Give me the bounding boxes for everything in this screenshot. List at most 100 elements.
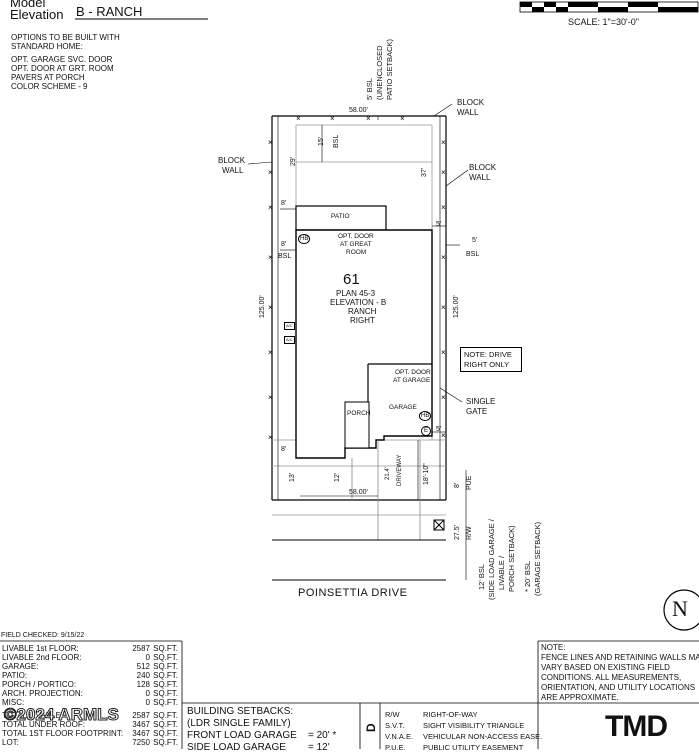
- scale-text: SCALE: 1"=30'-0": [568, 17, 639, 27]
- model-label: Model: [10, 0, 46, 10]
- dimension-label: R/W: [466, 526, 473, 540]
- dimension-label: 12': [334, 472, 341, 482]
- dimension-label: 5': [472, 237, 478, 244]
- block-wall-callout: WALL: [457, 108, 479, 117]
- svg-text:×: ×: [441, 393, 446, 402]
- drive-note-text: NOTE: DRIVE: [464, 350, 512, 359]
- option-item: PAVERS AT PORCH: [11, 73, 85, 82]
- patio-setback-callout: 5' BSL: [365, 78, 374, 100]
- svg-text:×: ×: [268, 303, 273, 312]
- svg-text:×: ×: [268, 433, 273, 442]
- electric-meter-icon: E: [421, 426, 432, 436]
- north-letter: N: [672, 596, 688, 621]
- option-item: COLOR SCHEME - 9: [11, 82, 88, 91]
- dimension-label: 8': [454, 482, 461, 488]
- svg-text:×: ×: [268, 203, 273, 212]
- dimension-label: BSL: [278, 253, 292, 260]
- abbrev-key: R/W: [385, 710, 400, 719]
- lot-boundary: [271, 115, 447, 501]
- plan-hand: RIGHT: [350, 316, 375, 325]
- ac-unit-icon: A/C: [284, 322, 295, 330]
- note-text: NOTE:: [541, 643, 566, 652]
- side-load-setback-callout: PORCH SETBACK): [507, 525, 516, 592]
- dimension-label: 13': [289, 472, 296, 482]
- single-gate-callout: SINGLE: [466, 397, 496, 406]
- note-text: VARY BASED ON EXISTING FIELD: [541, 663, 670, 672]
- dimension-label: 5': [436, 426, 442, 433]
- dimension-label: BSL: [333, 134, 340, 148]
- dimension-label: 8': [281, 241, 287, 248]
- setbacks-front-value: = 20' *: [308, 730, 337, 741]
- note-text: ORIENTATION, AND UTILITY LOCATIONS: [541, 683, 696, 692]
- dimension-label: 125.00': [259, 295, 266, 318]
- field-checked: FIELD CHECKED: 9/15/22: [1, 632, 85, 639]
- svg-text:×: ×: [330, 114, 335, 123]
- dimension-label: 8': [281, 200, 287, 207]
- garage-label: GARAGE: [389, 404, 417, 411]
- option-item: OPT. GARAGE SVC. DOOR: [11, 55, 113, 64]
- svg-text:×: ×: [441, 203, 446, 212]
- driveway-width: 21.4': [385, 467, 391, 480]
- dimension-label: 27.5': [454, 525, 461, 540]
- abbrev-value: VEHICULAR NON-ACCESS EASE.: [423, 732, 543, 741]
- ac-unit-icon: A/C: [284, 336, 295, 344]
- svg-text:×: ×: [441, 168, 446, 177]
- patio-setback-callout: PATIO SETBACK): [385, 39, 394, 100]
- dimension-label: 15': [318, 136, 325, 146]
- dimension-label: 8': [281, 446, 287, 453]
- dimension-label: 58.00': [349, 107, 368, 114]
- dimension-label: BSL: [466, 251, 480, 258]
- dimension-label: PUE: [466, 475, 473, 490]
- abbrev-value: RIGHT-OF-WAY: [423, 710, 478, 719]
- company-logo: TMD: [605, 710, 668, 743]
- scale-bar: [519, 1, 699, 13]
- side-load-setback-callout: 12' BSL: [477, 563, 486, 590]
- block-wall-callout: WALL: [222, 166, 244, 175]
- dimension-label: 125.00': [453, 295, 460, 318]
- abbrev-key: V.N.A.E.: [385, 732, 414, 741]
- svg-text:×: ×: [400, 114, 405, 123]
- garage-setback-callout: * 20' BSL: [523, 560, 532, 592]
- svg-text:×: ×: [441, 303, 446, 312]
- dimension-label: 18'-10": [423, 463, 430, 485]
- dimension-label: 37': [421, 167, 428, 177]
- svg-text:×: ×: [268, 168, 273, 177]
- svg-text:×: ×: [441, 253, 446, 262]
- elevation-value: B - RANCH: [76, 4, 143, 19]
- block-wall-callout: BLOCK: [457, 98, 485, 107]
- options-intro-1: OPTIONS TO BE BUILT WITH: [11, 33, 120, 42]
- svg-text:×: ×: [268, 138, 273, 147]
- drive-note-text: RIGHT ONLY: [464, 360, 510, 369]
- drive-note-box: NOTE: DRIVE RIGHT ONLY: [460, 347, 522, 372]
- block-wall-callout: BLOCK: [218, 156, 246, 165]
- note-text: FENCE LINES AND RETAINING WALLS MAY: [541, 653, 699, 662]
- svg-text:×: ×: [296, 114, 301, 123]
- setbacks-title: BUILDING SETBACKS:: [187, 706, 294, 717]
- opt-door-garage-label: OPT. DOOR: [395, 369, 431, 376]
- lot-number: 61: [343, 271, 360, 288]
- patio-label: PATIO: [331, 213, 350, 220]
- svg-text:×: ×: [268, 348, 273, 357]
- plan-elevation: ELEVATION - B: [330, 298, 387, 307]
- svg-text:×: ×: [268, 253, 273, 262]
- dimension-label: 5': [436, 221, 442, 228]
- single-gate-callout: GATE: [466, 407, 488, 416]
- abbrev-value: SIGHT VISIBILITY TRIANGLE: [423, 721, 525, 730]
- watermark: ©2024 ARMLS: [4, 705, 120, 724]
- abbrev-value: PUBLIC UTILITY EASEMENT: [423, 743, 524, 752]
- opt-door-great-room-label: OPT. DOOR: [338, 233, 374, 240]
- elevation-label: Elevation: [10, 7, 64, 22]
- svg-text:×: ×: [366, 114, 371, 123]
- dimension-label: 58.00': [349, 489, 368, 496]
- abbrev-key: P.U.E.: [385, 743, 406, 752]
- side-load-setback-callout: (SIDE LOAD GARAGE /: [487, 519, 496, 600]
- options-intro-2: STANDARD HOME:: [11, 42, 83, 51]
- plan-style: RANCH: [348, 307, 377, 316]
- setbacks-side-value: = 12': [308, 742, 330, 753]
- street-name: POINSETTIA DRIVE: [298, 587, 408, 599]
- driveway-label: DRIVEWAY: [397, 454, 403, 486]
- block-wall-callout: BLOCK: [469, 163, 497, 172]
- note-text: CONDITIONS. ALL MEASUREMENTS,: [541, 673, 682, 682]
- note-text: ARE APPROXIMATE.: [541, 693, 619, 702]
- opt-door-great-room-label: ROOM: [346, 249, 367, 256]
